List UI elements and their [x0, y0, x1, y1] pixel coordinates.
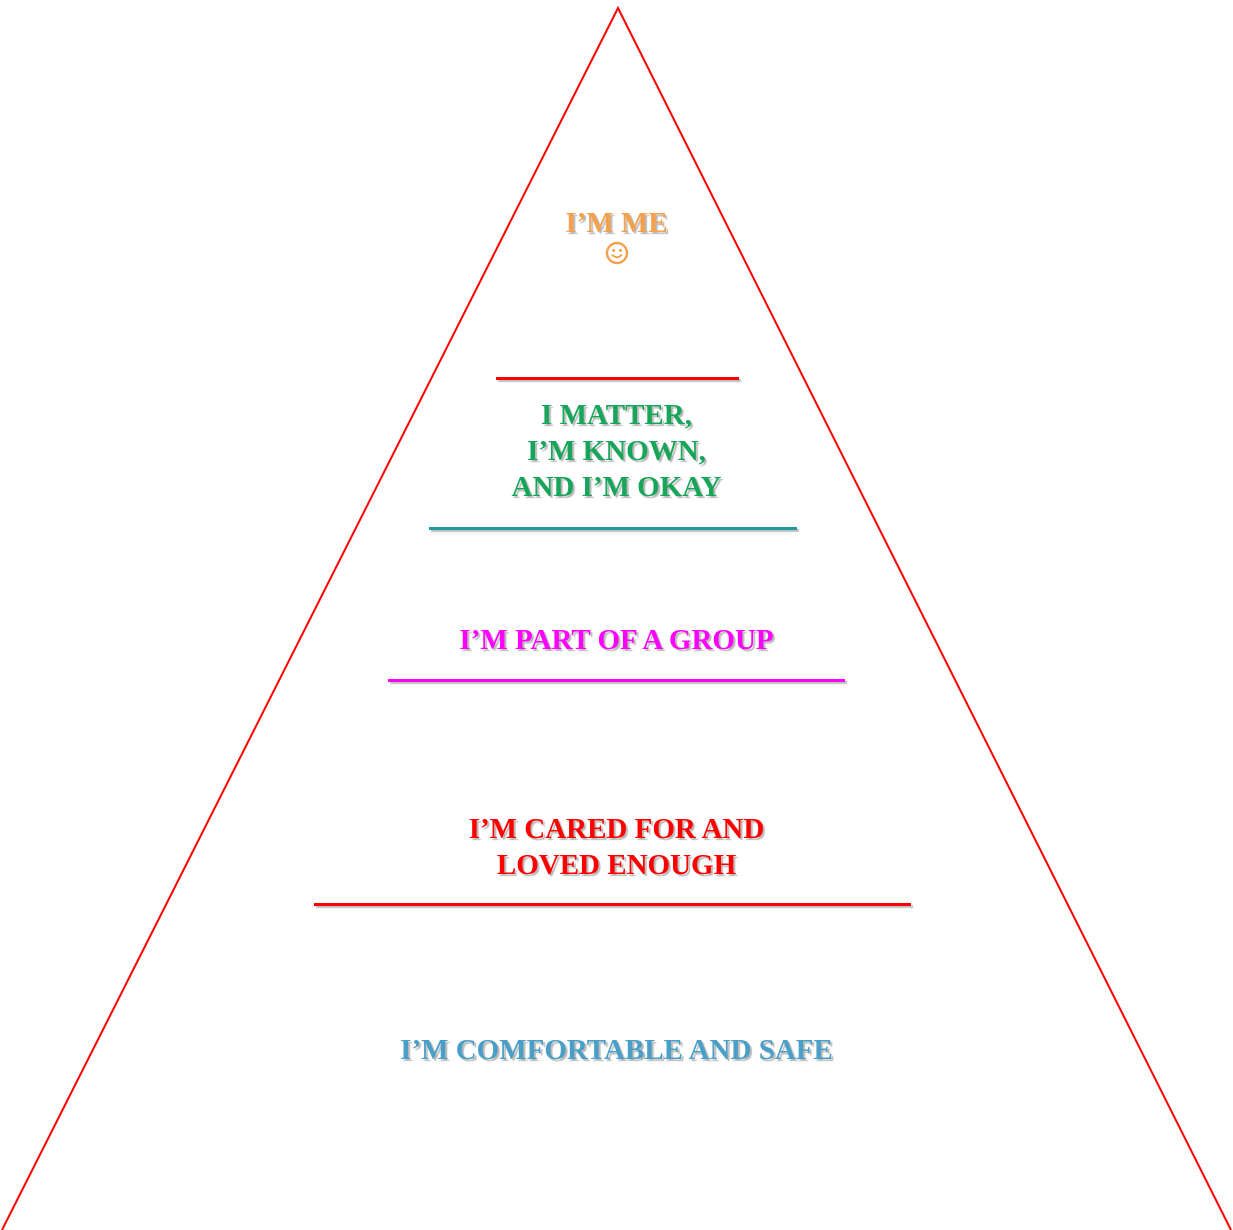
pyramid-triangle: [1, 5, 1232, 1230]
tier-esteem: I MATTER, I’M KNOWN, AND I’M OKAY: [0, 397, 1233, 505]
divider-3: [388, 679, 845, 682]
smiley-face-icon: [605, 241, 628, 265]
tier-love: I’M CARED FOR AND LOVED ENOUGH: [0, 811, 1233, 883]
divider-2: [429, 527, 797, 530]
tier-esteem-line-1: I MATTER,: [541, 399, 692, 431]
tier-esteem-line-2: I’M KNOWN,: [527, 435, 706, 467]
tier-love-line-1: I’M CARED FOR AND: [468, 813, 765, 845]
tier-love-line-2: LOVED ENOUGH: [496, 849, 737, 881]
tier-esteem-line-3: AND I’M OKAY: [511, 471, 722, 503]
tier-safety-label: I’M COMFORTABLE AND SAFE: [400, 1034, 833, 1066]
divider-1: [496, 377, 739, 380]
tier-belonging-label: I’M PART OF A GROUP: [459, 624, 774, 656]
divider-4: [314, 903, 911, 906]
tier-top: I’M ME: [0, 205, 1233, 265]
tier-top-label: I’M ME: [565, 207, 668, 239]
tier-safety: I’M COMFORTABLE AND SAFE: [0, 1032, 1233, 1068]
tier-belonging: I’M PART OF A GROUP: [0, 622, 1233, 658]
